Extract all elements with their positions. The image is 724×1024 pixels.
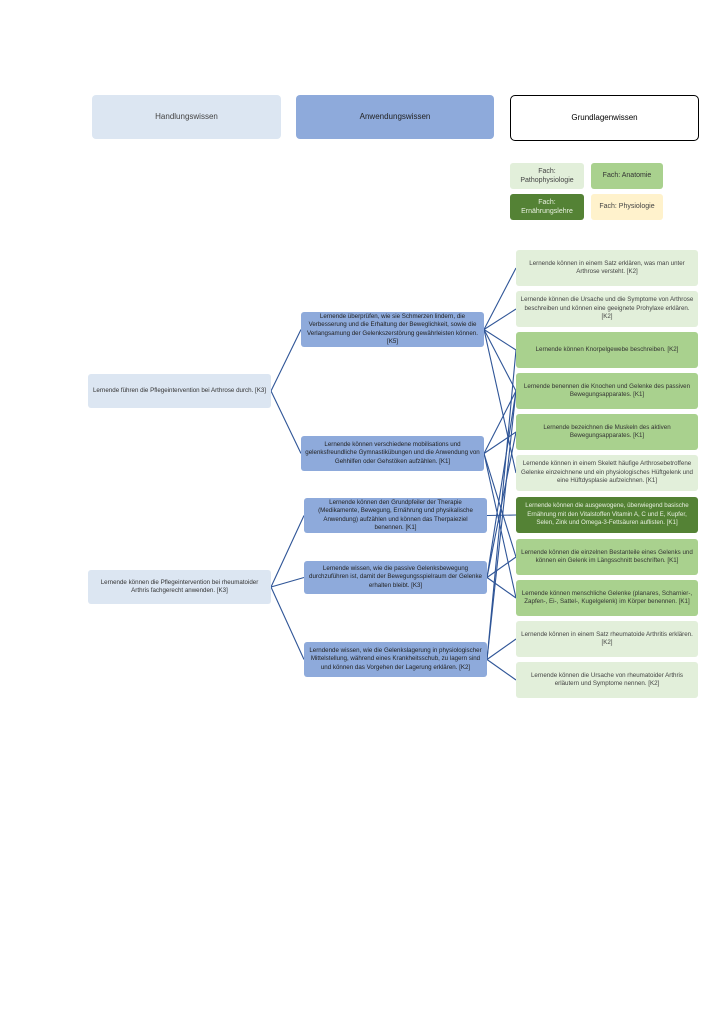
- legend-anatomie: Fach: Anatomie: [591, 163, 663, 189]
- header-anwendungswissen: Anwendungswissen: [296, 95, 494, 139]
- connector-l2-l3: [486, 390, 517, 578]
- connector-l1-l2: [270, 586, 305, 660]
- level1-text: Lernende können die Pflegeintervention b…: [100, 578, 259, 594]
- level2-node-3: Lernende wissen, wie die passive Gelenks…: [304, 561, 487, 594]
- connector-l2-l3: [486, 349, 517, 660]
- level3-node-3: Lernende benennen die Knochen und Gelenk…: [516, 373, 698, 409]
- level2-text: Lernende können verschiedene mobilisatio…: [305, 440, 480, 465]
- level3-text: Lernende können in einem Skelett häufige…: [521, 460, 693, 485]
- header-grundlagenwissen-label: Grundlagenwissen: [571, 112, 638, 122]
- legend-ernaehrungslehre: Fach: Ernährungslehre: [510, 194, 584, 220]
- header-grundlagenwissen: Grundlagenwissen: [510, 95, 699, 141]
- level2-text: Lernende können den Grundpfeiler der The…: [318, 498, 473, 531]
- connector-l2-l3: [486, 659, 517, 681]
- level3-node-2: Lernende können Knorpelgewebe beschreibe…: [516, 332, 698, 368]
- level3-text: Lernende können in einem Satz erklären, …: [529, 259, 685, 275]
- level3-text: Lernende können die Ursache von rheumato…: [530, 671, 684, 687]
- level3-text: Lernende können menschliche Gelenke (pla…: [521, 589, 693, 605]
- level2-text: Lernende überprüfen, wie sie Schmerzen l…: [307, 312, 478, 345]
- level3-node-9: Lernende können in einem Satz rheumatoid…: [516, 621, 698, 657]
- level3-text: Lernende können Knorpelgewebe beschreibe…: [535, 345, 679, 353]
- level3-node-1: Lernende können die Ursache und die Symp…: [516, 291, 698, 327]
- level3-text: Lernende bezeichnen die Muskeln des akti…: [543, 423, 671, 439]
- header-handlungswissen-label: Handlungswissen: [155, 111, 218, 121]
- level2-node-1: Lernende können verschiedene mobilisatio…: [301, 436, 484, 471]
- level3-text: Lernende können die Ursache und die Symp…: [520, 296, 694, 321]
- level3-text: Lernende benennen die Knochen und Gelenk…: [523, 382, 691, 398]
- legend-pathophysiologie-label: Fach: Pathophysiologie: [520, 167, 574, 184]
- header-anwendungswissen-label: Anwendungswissen: [359, 111, 431, 121]
- level2-node-4: Lerndende wissen, wie die Gelenkslagerun…: [304, 642, 487, 677]
- level1-node-0: Lernende führen die Pflegeintervention b…: [88, 374, 271, 408]
- connector-l1-l2: [270, 576, 305, 588]
- connector-l2-l3: [486, 577, 517, 599]
- connector-l1-l2: [270, 329, 302, 392]
- connector-l1-l2: [270, 390, 302, 454]
- level3-node-7: Lernende können die einzelnen Bestanteil…: [516, 539, 698, 575]
- level3-node-5: Lernende können in einem Skelett häufige…: [516, 455, 698, 491]
- level3-text: Lernende können die einzelnen Bestanteil…: [521, 548, 693, 564]
- connector-l2-l3: [483, 329, 517, 474]
- connector-l2-l3: [483, 453, 517, 558]
- level3-text: Lernende können die ausgewogene, überwie…: [525, 502, 689, 527]
- level3-node-6: Lernende können die ausgewogene, überwie…: [516, 497, 698, 533]
- connector-l2-l3: [483, 329, 517, 351]
- connector-l2-l3: [483, 308, 517, 330]
- legend-physiologie: Fach: Physiologie: [591, 194, 663, 220]
- legend-pathophysiologie: Fach: Pathophysiologie: [510, 163, 584, 189]
- legend-ernaehrungslehre-label: Fach: Ernährungslehre: [521, 198, 573, 215]
- level3-node-0: Lernende können in einem Satz erklären, …: [516, 250, 698, 286]
- level3-node-4: Lernende bezeichnen die Muskeln des akti…: [516, 414, 698, 450]
- level3-node-8: Lernende können menschliche Gelenke (pla…: [516, 580, 698, 616]
- level1-node-1: Lernende können die Pflegeintervention b…: [88, 570, 271, 604]
- connector-l2-l3: [483, 329, 517, 392]
- connector-l2-l3: [486, 638, 517, 660]
- connector-l2-l3: [483, 267, 517, 330]
- level2-text: Lerndende wissen, wie die Gelenkslagerun…: [309, 646, 482, 671]
- level3-text: Lernende können in einem Satz rheumatoid…: [521, 630, 693, 646]
- connector-l2-l3: [486, 390, 517, 660]
- level2-text: Lernende wissen, wie die passive Gelenks…: [309, 564, 482, 589]
- connector-l2-l3: [486, 556, 517, 578]
- header-handlungswissen: Handlungswissen: [92, 95, 281, 139]
- connector-l1-l2: [270, 515, 305, 588]
- level3-node-10: Lernende können die Ursache von rheumato…: [516, 662, 698, 698]
- level2-node-0: Lernende überprüfen, wie sie Schmerzen l…: [301, 312, 484, 347]
- level1-text: Lernende führen die Pflegeintervention b…: [92, 386, 267, 394]
- legend-physiologie-label: Fach: Physiologie: [599, 203, 655, 211]
- connector-l2-l3: [486, 514, 517, 517]
- level2-node-2: Lernende können den Grundpfeiler der The…: [304, 498, 487, 533]
- legend-anatomie-label: Fach: Anatomie: [602, 172, 652, 180]
